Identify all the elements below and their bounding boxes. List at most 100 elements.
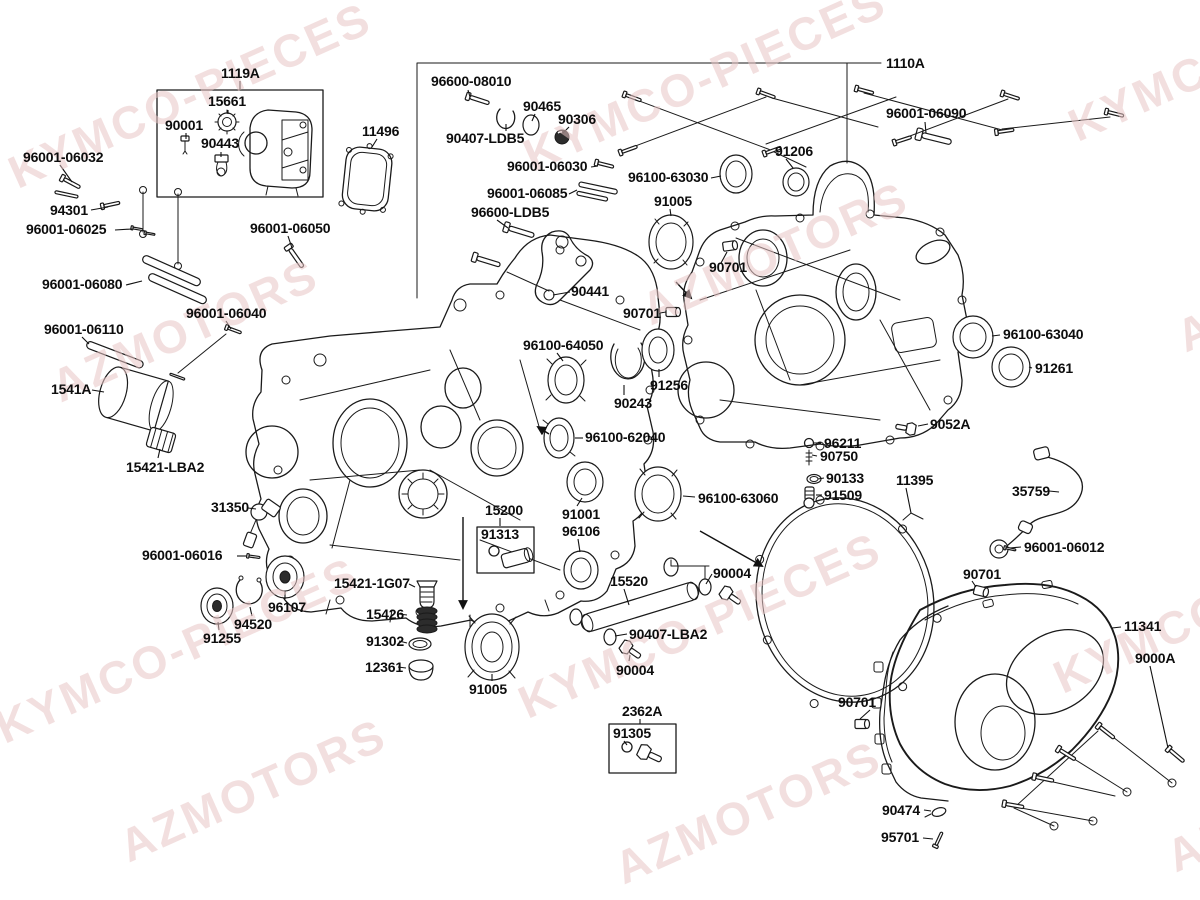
- bearing-96100-63060: [635, 467, 681, 521]
- leader-90407-LBA2: [615, 634, 627, 636]
- part-label-9052A: 9052A: [930, 416, 971, 432]
- clip-90474: [925, 806, 947, 818]
- sensor-cable-35759: [990, 446, 1082, 558]
- part-label-91001: 91001: [562, 506, 600, 522]
- leader-96001-06085: [569, 190, 577, 194]
- part-label-94301: 94301: [50, 202, 88, 218]
- leader-91005: [670, 209, 671, 216]
- leader-96001-06012: [1010, 547, 1021, 548]
- leader-31350: [248, 508, 256, 509]
- cvt-cover-11341-drawing: [890, 580, 1120, 790]
- part-label-96106: 96106: [562, 523, 600, 539]
- oring-91302: [409, 638, 431, 650]
- leader-96001-06050: [288, 236, 292, 248]
- leader-91305: [624, 741, 627, 745]
- direction-arrows: [458, 282, 923, 610]
- part-label-96001-06050: 96001-06050: [250, 220, 331, 236]
- leader-90750: [812, 455, 817, 456]
- part-label-15200: 15200: [485, 502, 523, 518]
- part-label-96600-LDB5: 96600-LDB5: [471, 204, 550, 220]
- part-label-15426: 15426: [366, 606, 404, 622]
- part-label-91302: 91302: [366, 633, 404, 649]
- part-label-1110A: 1110A: [886, 55, 925, 71]
- leader-96100-63040: [992, 335, 1000, 336]
- part-label-90701: 90701: [838, 694, 876, 710]
- part-label-11496: 11496: [362, 123, 400, 139]
- leader-96001-06080: [126, 281, 142, 285]
- strainer-15421-1G07: [417, 581, 437, 608]
- part-label-96100-63060: 96100-63060: [698, 490, 779, 506]
- leader-94520: [250, 607, 252, 616]
- part-label-90004: 90004: [713, 565, 751, 581]
- leader-96001-06025: [115, 229, 132, 230]
- part-label-35759: 35759: [1012, 483, 1050, 499]
- part-label-90443: 90443: [201, 135, 239, 151]
- circlip-94520: [236, 576, 262, 604]
- leader-35759: [1049, 491, 1059, 492]
- leader-96600-LDB5: [497, 220, 508, 228]
- part-label-96001-06080: 96001-06080: [42, 276, 123, 292]
- leader-96600-08010: [468, 90, 470, 97]
- tube-15421-LBA2: [146, 427, 177, 453]
- part-label-91206: 91206: [775, 143, 813, 159]
- leader-90701: [860, 710, 870, 719]
- leader-12361: [398, 667, 406, 668]
- leader-15520: [624, 589, 629, 605]
- hardware-96211-90750-90133-91509: [804, 439, 821, 509]
- leader-96100-63030: [711, 176, 721, 178]
- leader-9000A: [1150, 666, 1168, 748]
- leader-91302: [399, 641, 407, 643]
- part-label-90474: 90474: [882, 802, 920, 818]
- leader-96001-06032: [60, 165, 72, 182]
- cylinder-1541A: [93, 364, 178, 434]
- leader-90474: [924, 810, 931, 811]
- leader-90004: [629, 655, 630, 661]
- leader-11341: [1112, 627, 1121, 628]
- part-label-2362A: 2362A: [622, 703, 663, 719]
- bearing-96107: [266, 556, 304, 598]
- part-label-96600-08010: 96600-08010: [431, 73, 512, 89]
- part-label-90465: 90465: [523, 98, 561, 114]
- spring-15426: [417, 607, 437, 633]
- part-label-96107: 96107: [268, 599, 306, 615]
- stud-96001-06040: [169, 323, 243, 381]
- washer-15661: [215, 110, 239, 134]
- part-label-91005: 91005: [469, 681, 507, 697]
- part-label-96100-63030: 96100-63030: [628, 169, 709, 185]
- leader-1541A: [92, 390, 104, 392]
- part-label-90441: 90441: [571, 283, 609, 299]
- leader-96001-06040: [226, 321, 231, 329]
- leader-9052A: [918, 424, 928, 426]
- group-box-1110A: [417, 63, 881, 298]
- leader-96100-64050: [557, 353, 563, 361]
- part-label-1119A: 1119A: [221, 65, 260, 81]
- leader-90004: [706, 574, 712, 584]
- leader-91255: [218, 622, 219, 630]
- leader-15421-1G07: [409, 584, 415, 587]
- part-label-91313: 91313: [481, 526, 519, 542]
- leader-96001-06030: [591, 166, 598, 167]
- part-label-15520: 15520: [610, 573, 648, 589]
- part-label-90701: 90701: [623, 305, 661, 321]
- group-box-2362A: [609, 724, 676, 773]
- part-label-95701: 95701: [881, 829, 919, 845]
- leader-90133: [818, 478, 824, 479]
- parts-2362A: [622, 742, 665, 768]
- bearing-91005-top: [649, 215, 693, 269]
- leader-94301: [91, 207, 108, 210]
- part-label-11395: 11395: [896, 472, 934, 488]
- part-label-96100-63040: 96100-63040: [1003, 326, 1084, 342]
- leader-90306: [563, 127, 569, 133]
- part-label-96001-06040: 96001-06040: [186, 305, 267, 321]
- part-label-90407-LDB5: 90407-LDB5: [446, 130, 525, 146]
- part-label-91305: 91305: [613, 725, 651, 741]
- leader-96100-63060: [683, 496, 695, 497]
- part-label-90407-LBA2: 90407-LBA2: [629, 626, 708, 642]
- leader-96001-06090: [925, 122, 926, 133]
- bearing-91001: [567, 462, 603, 502]
- part-label-91261: 91261: [1035, 360, 1073, 376]
- part-label-12361: 12361: [365, 659, 403, 675]
